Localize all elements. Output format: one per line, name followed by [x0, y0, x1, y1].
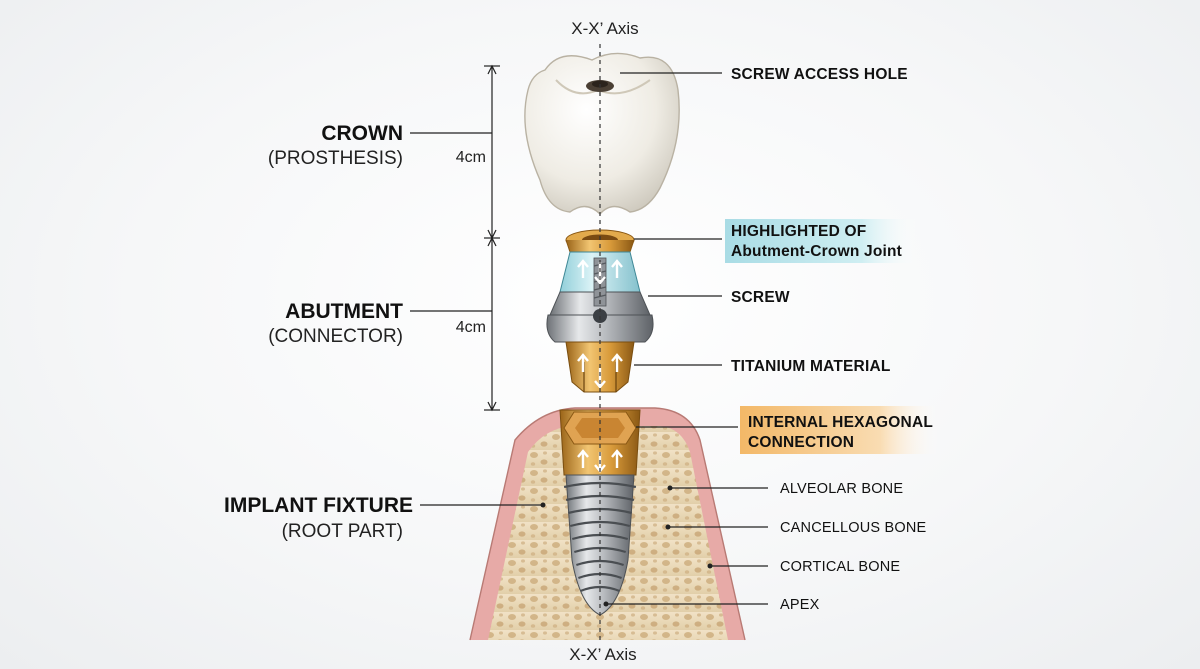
- hex-highlight-box: [740, 406, 940, 454]
- joint-label-line1: HIGHLIGHTED OF: [731, 223, 866, 240]
- axis-top-label: X-X’ Axis: [571, 19, 638, 38]
- abutment-dimension: [484, 236, 500, 412]
- crown-dimension: [484, 64, 500, 240]
- abutment-subtitle: (CONNECTOR): [268, 326, 403, 347]
- fixture-subtitle: (ROOT PART): [282, 521, 403, 542]
- axis-bottom-label: X-X’ Axis: [569, 645, 636, 664]
- joint-label-line2: Abutment-Crown Joint: [731, 243, 902, 260]
- abutment-height-label: 4cm: [456, 319, 486, 336]
- fixture-title: IMPLANT FIXTURE: [224, 494, 413, 517]
- crown: [524, 52, 680, 216]
- abutment-title: ABUTMENT: [285, 300, 403, 323]
- joint-highlight-box: [725, 219, 920, 263]
- apex-label: APEX: [780, 597, 820, 613]
- titanium-label: TITANIUM MATERIAL: [731, 358, 891, 375]
- crown-height-label: 4cm: [456, 149, 486, 166]
- crown-subtitle: (PROSTHESIS): [268, 148, 403, 169]
- screw-label: SCREW: [731, 289, 790, 306]
- fixture-leader-dot: [540, 502, 546, 508]
- implant-fixture: [559, 409, 641, 616]
- alveolar-label: ALVEOLAR BONE: [780, 481, 903, 497]
- crown-title: CROWN: [321, 122, 403, 145]
- cancellous-label: CANCELLOUS BONE: [780, 520, 927, 536]
- screw-access-label: SCREW ACCESS HOLE: [731, 66, 908, 83]
- hex-label-line2: CONNECTION: [748, 434, 854, 451]
- cortical-label: CORTICAL BONE: [780, 559, 900, 575]
- hex-label-line1: INTERNAL HEXAGONAL: [748, 414, 933, 431]
